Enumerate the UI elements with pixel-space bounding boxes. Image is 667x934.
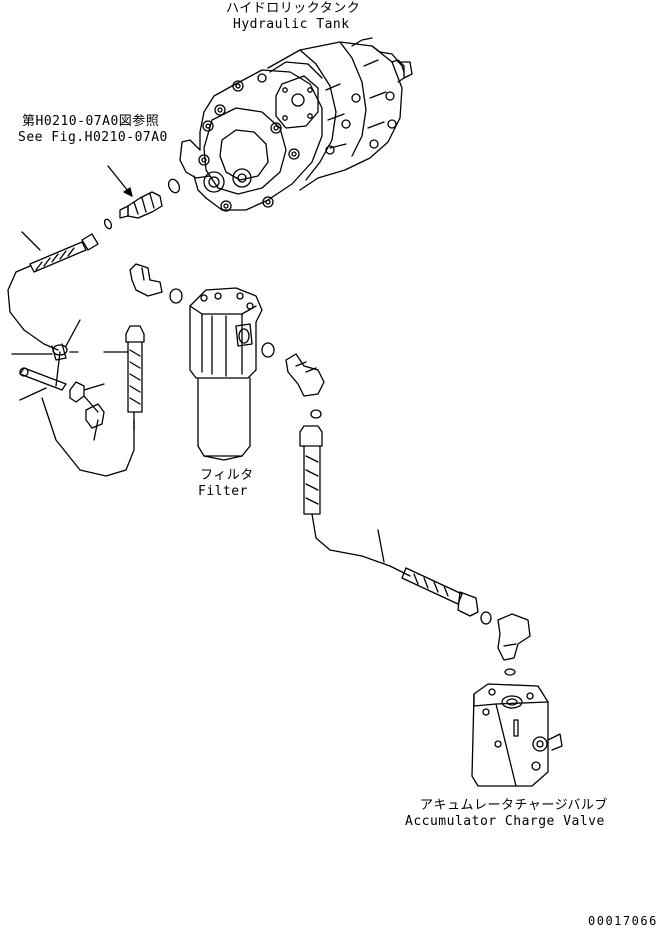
- elbow-left: [130, 264, 182, 303]
- filter: [190, 288, 274, 460]
- hydraulic-tank-label-en: Hydraulic Tank: [233, 17, 350, 32]
- hydraulic-tank-pump: [180, 38, 412, 211]
- drawing-number: 00017066: [588, 914, 658, 928]
- filter-label-jp: フィルタ: [200, 468, 254, 483]
- accumulator-charge-valve: [472, 684, 562, 786]
- filter-label-en: Filter: [198, 484, 248, 499]
- see-fig-label-jp: 第H0210-07A0図参照: [22, 114, 160, 129]
- hose-right: [300, 426, 478, 616]
- hydraulic-tank-label-jp: ハイドロリックタンク: [226, 1, 361, 16]
- hose-vertical: [104, 326, 144, 430]
- valve-label-jp: アキュムレータチャージバルブ: [420, 798, 608, 813]
- elbow-right: [286, 354, 324, 418]
- adapter-fitting: [103, 166, 181, 230]
- hose-left: [8, 232, 98, 350]
- bolt-heads: [199, 74, 396, 211]
- elbow-valve: [481, 612, 530, 675]
- see-fig-label-en: See Fig.H0210-07A0: [18, 130, 168, 145]
- valve-label-en: Accumulator Charge Valve: [405, 814, 605, 829]
- clamp-assembly: [12, 320, 134, 476]
